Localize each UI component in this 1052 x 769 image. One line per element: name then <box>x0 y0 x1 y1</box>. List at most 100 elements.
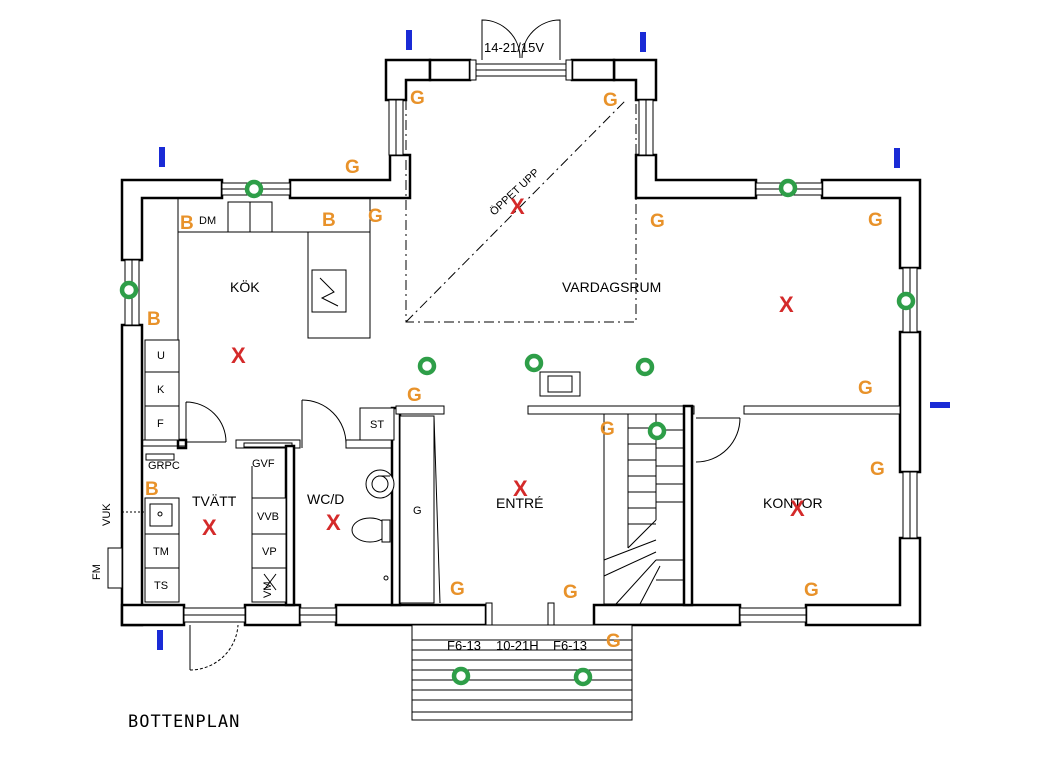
blue-markers <box>157 30 950 650</box>
fixture-tm: TM <box>153 546 169 558</box>
x-marker: X <box>513 476 528 501</box>
room-label-kok: KÖK <box>230 278 260 295</box>
closet-g <box>399 415 435 604</box>
blue-marker <box>894 148 900 168</box>
wall-bottom-right <box>804 536 922 627</box>
x-marker: X <box>326 510 341 535</box>
g-marker: G <box>858 378 873 399</box>
wall-laundry-wc <box>284 444 296 607</box>
doors <box>185 19 741 671</box>
o-markers <box>119 178 916 687</box>
laundry-fixtures <box>107 453 287 603</box>
wall-bay-top <box>428 58 472 82</box>
unit-vp <box>251 533 287 569</box>
wc-fixtures <box>351 407 395 581</box>
wall-top-living <box>634 153 758 200</box>
windows <box>124 59 918 626</box>
stair <box>603 413 685 605</box>
room-label-wcd: WC/D <box>307 491 344 507</box>
cabinet-st <box>359 407 395 441</box>
room-label-entre: ENTRÉ <box>496 495 543 511</box>
g-marker: G <box>407 385 422 406</box>
wall-right-mid <box>898 330 922 474</box>
fixture-st: ST <box>370 419 384 431</box>
blue-marker <box>406 30 412 50</box>
o-marker <box>119 280 139 300</box>
g-markers: G G G G G G G G G G G G G G <box>345 88 885 652</box>
wall-top-kitchen <box>288 153 412 200</box>
plan-title: BOTTENPLAN <box>128 712 240 732</box>
g-marker: G <box>650 211 665 232</box>
o-marker <box>647 421 667 441</box>
entry-fixtures <box>411 371 633 721</box>
machine-tm <box>144 533 180 569</box>
annotation-door-top: 14-21/15V <box>484 40 544 55</box>
o-marker <box>635 357 655 377</box>
g-marker: G <box>868 210 883 231</box>
annotation-f6-right: F6-13 <box>553 638 587 653</box>
fixture-grpc: GRPC <box>148 460 180 472</box>
x-marker: X <box>779 292 794 317</box>
x-marker: X <box>231 343 246 368</box>
x-marker: X <box>510 194 525 219</box>
g-marker: G <box>603 90 618 111</box>
cabinet-k <box>144 371 180 407</box>
washbasin <box>365 469 395 499</box>
g-marker: G <box>606 631 621 652</box>
room-label-tvatt: TVÄTT <box>192 493 237 509</box>
b-marker: B <box>322 210 336 231</box>
wall-stair <box>682 404 694 607</box>
o-marker <box>573 667 593 687</box>
markers: G G G G G G G G G G G G G G B B B B X X … <box>119 30 950 687</box>
wall-bottom-3 <box>592 603 742 627</box>
wall-bay-right <box>612 58 658 102</box>
blue-marker <box>640 32 646 52</box>
fixture-fm: FM <box>91 564 103 580</box>
open-above <box>405 80 637 323</box>
b-marker: B <box>147 309 161 330</box>
g-marker: G <box>450 579 465 600</box>
cabinet-f <box>144 405 180 441</box>
b-marker: B <box>180 213 194 234</box>
fixture-g-closet: G <box>413 505 422 517</box>
b-markers: B B B B <box>145 210 336 500</box>
blue-marker <box>157 630 163 650</box>
fixture-ts: TS <box>154 580 168 592</box>
annotation-door-bottom: 10-21H <box>496 638 539 653</box>
g-marker: G <box>870 459 885 480</box>
fixture-dm: DM <box>199 215 216 227</box>
blue-marker <box>159 147 165 167</box>
o-marker <box>244 179 264 199</box>
fixture-gvf: GVF <box>252 458 275 470</box>
room-label-kontor: KONTOR <box>763 495 823 511</box>
b-marker: B <box>145 479 159 500</box>
g-marker: G <box>600 419 615 440</box>
wall-laundry-top <box>176 438 188 450</box>
wall-left <box>120 323 144 627</box>
g-marker: G <box>563 582 578 603</box>
fixture-vvb: VVB <box>257 511 279 523</box>
annotation-f6-left: F6-13 <box>447 638 481 653</box>
fixture-u: U <box>157 350 165 362</box>
wall-bottom-left <box>120 603 186 627</box>
wall-bay-top-r <box>570 58 616 82</box>
room-label-vardagsrum: VARDAGSRUM <box>562 279 661 295</box>
machine-ts <box>144 567 180 603</box>
kitchen-fixtures <box>144 198 371 441</box>
blue-marker <box>930 402 950 408</box>
fixture-f: F <box>157 418 164 430</box>
fixture-vp: VP <box>262 546 277 558</box>
unit-vm <box>251 567 287 603</box>
fixture-k: K <box>157 384 165 396</box>
x-marker: X <box>202 515 217 540</box>
o-marker <box>451 666 471 686</box>
fixture-vm: VM <box>262 582 274 599</box>
o-marker <box>417 356 437 376</box>
wall-top-right <box>820 178 922 270</box>
o-marker <box>524 353 544 373</box>
fixture-vuk: VUK <box>101 503 113 526</box>
entry-steps <box>411 624 633 721</box>
g-marker: G <box>804 580 819 601</box>
g-marker: G <box>345 157 360 178</box>
